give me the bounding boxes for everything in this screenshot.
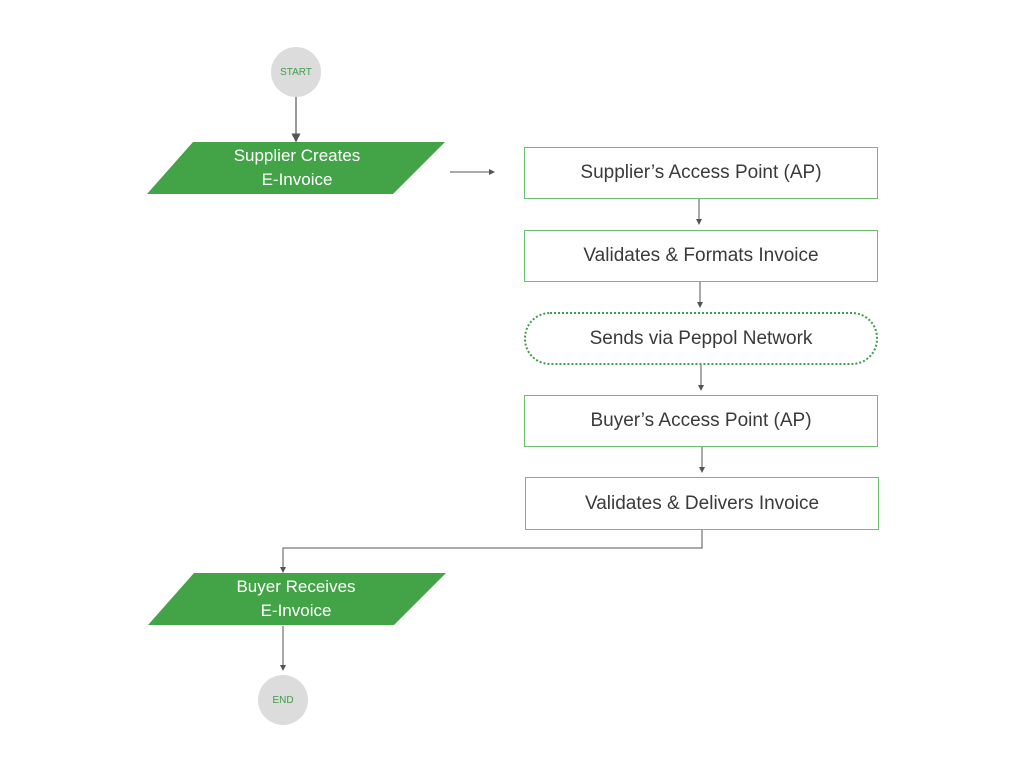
supplier-creates-line2: E-Invoice [261,170,333,189]
buyer-receives-node: Buyer Receives E-Invoice [190,575,402,623]
step-label: Supplier’s Access Point (AP) [580,162,822,183]
step-label: Buyer’s Access Point (AP) [590,410,812,431]
step-validate-format: Validates & Formats Invoice [524,230,878,282]
start-label: START [280,66,312,78]
end-label: END [272,694,294,706]
buyer-receives-line1: Buyer Receives [236,577,356,596]
step-label: Sends via Peppol Network [589,327,813,349]
supplier-creates-shape [147,142,445,194]
step-label: Validates & Delivers Invoice [584,492,820,514]
buyer-receives-shape [148,573,446,625]
arrow-deliver-to-buyer [280,530,703,573]
step-label: Validates & Formats Invoice [583,245,819,266]
buyer-receives-line2: E-Invoice [260,601,332,620]
supplier-creates-node: Supplier Creates E-Invoice [190,144,404,192]
step-peppol-network: Sends via Peppol Network [524,312,878,365]
step-supplier-ap: Supplier’s Access Point (AP) [524,147,878,199]
step-buyer-ap: Buyer’s Access Point (AP) [524,395,878,447]
start-node: START [271,47,321,97]
supplier-creates-line1: Supplier Creates [233,146,361,165]
step-validate-deliver: Validates & Delivers Invoice [525,477,879,530]
end-node: END [258,675,308,725]
